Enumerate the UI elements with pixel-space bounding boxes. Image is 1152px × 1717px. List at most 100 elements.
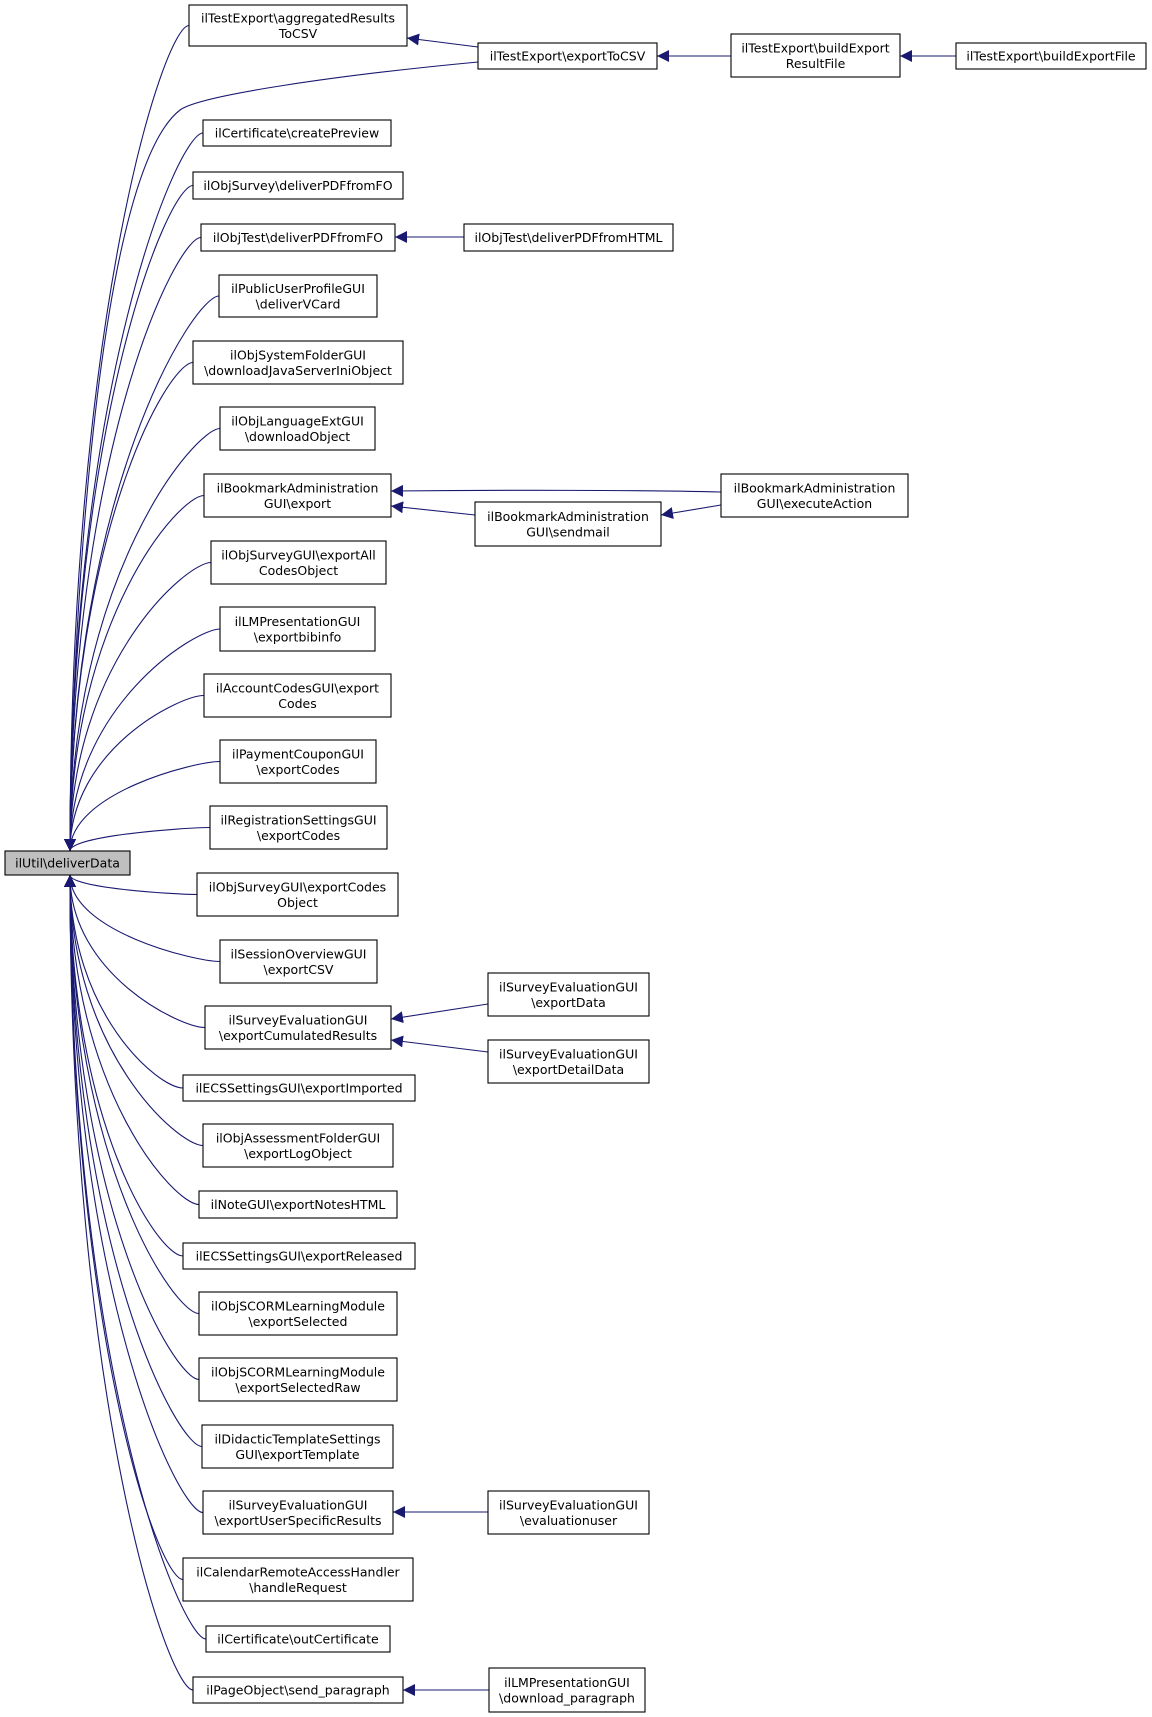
node-label-line: GUI\exportTemplate — [235, 1447, 360, 1462]
node-label-line: \exportUserSpecificResults — [215, 1513, 382, 1528]
graph-node[interactable]: ilSurveyEvaluationGUI\exportData — [487, 972, 650, 1017]
node-label-line: \exportDetailData — [513, 1062, 624, 1077]
node-label-line: ilPublicUserProfileGUI — [231, 281, 365, 296]
node-box — [487, 1490, 650, 1535]
node-label-line: ilSessionOverviewGUI — [230, 946, 366, 961]
root-node[interactable]: ilUtil\deliverData — [4, 850, 131, 876]
node-label-line: \exportCSV — [264, 962, 334, 977]
graph-node[interactable]: ilAccountCodesGUI\exportCodes — [203, 673, 392, 718]
node-label-line: ilSurveyEvaluationGUI — [499, 1497, 638, 1512]
graph-node[interactable]: ilLMPresentationGUI\exportbibinfo — [219, 606, 376, 652]
edge-n21-to-root — [64, 874, 184, 1257]
graph-node[interactable]: ilObjLanguageExtGUI\downloadObject — [219, 406, 376, 451]
edge-n28-to-root — [64, 874, 194, 1691]
node-box — [219, 606, 376, 652]
graph-node[interactable]: ilDidacticTemplateSettingsGUI\exportTemp… — [201, 1424, 394, 1469]
node-box — [192, 1676, 404, 1704]
graph-node[interactable]: ilNoteGUI\exportNotesHTML — [198, 1190, 398, 1219]
graph-node[interactable]: ilCertificate\outCertificate — [205, 1625, 391, 1653]
graph-node[interactable]: ilBookmarkAdministrationGUI\executeActio… — [720, 473, 909, 518]
graph-node[interactable]: ilObjSCORMLearningModule\exportSelected — [198, 1291, 398, 1336]
node-label-line: ilTestExport\exportToCSV — [490, 49, 646, 64]
edge-n3-to-root — [64, 132, 204, 852]
edge-n35-to-n17 — [390, 1035, 489, 1053]
graph-node[interactable]: ilObjSurvey\deliverPDFfromFO — [192, 171, 404, 200]
node-box — [218, 274, 378, 318]
node-label-line: ilTestExport\buildExport — [741, 40, 889, 55]
node-label-line: ilObjLanguageExtGUI — [231, 413, 364, 428]
graph-node[interactable]: ilECSSettingsGUI\exportReleased — [182, 1242, 416, 1270]
graph-node[interactable]: ilSurveyEvaluationGUI\exportUserSpecific… — [202, 1490, 394, 1535]
node-box — [203, 473, 392, 518]
edge-n1-to-root — [64, 24, 190, 852]
node-label-line: ilBookmarkAdministration — [487, 509, 649, 524]
node-box — [192, 171, 404, 200]
node-label-line: ilObjAssessmentFolderGUI — [216, 1130, 380, 1145]
node-label-line: ilObjSystemFolderGUI — [230, 347, 366, 362]
node-label-line: \exportSelectedRaw — [235, 1380, 360, 1395]
node-box — [202, 119, 392, 147]
graph-node[interactable]: ilPageObject\send_paragraph — [192, 1676, 404, 1704]
edge-n23-to-root — [64, 874, 200, 1381]
node-label-line: ilPaymentCouponGUI — [232, 746, 364, 761]
graph-node[interactable]: ilSurveyEvaluationGUI\exportDetailData — [487, 1039, 650, 1084]
graph-node[interactable]: ilECSSettingsGUI\exportImported — [182, 1074, 416, 1102]
node-label-line: \exportbibinfo — [254, 629, 342, 644]
edge-n27-to-root — [64, 874, 207, 1640]
graph-node[interactable]: ilCalendarRemoteAccessHandler\handleRequ… — [182, 1557, 414, 1602]
node-label-line: ilLMPresentationGUI — [504, 1675, 630, 1690]
node-label-line: \exportCodes — [257, 828, 340, 843]
edge-n8-to-root — [64, 427, 221, 852]
node-label-line: Object — [277, 895, 318, 910]
graph-node[interactable]: ilSessionOverviewGUI\exportCSV — [219, 939, 378, 984]
edge-n14-to-root — [64, 826, 211, 852]
node-label-line: ilCalendarRemoteAccessHandler — [196, 1564, 400, 1579]
node-box — [487, 972, 650, 1017]
graph-node[interactable]: ilTestExport\exportToCSV — [477, 42, 658, 70]
node-label-line: CodesObject — [259, 563, 338, 578]
edge-n20-to-root — [64, 874, 200, 1206]
graph-node[interactable]: ilPublicUserProfileGUI\deliverVCard — [218, 274, 378, 318]
edge-n34-to-n17 — [390, 1003, 489, 1024]
graph-node[interactable]: ilObjSCORMLearningModule\exportSelectedR… — [198, 1357, 398, 1402]
graph-node[interactable]: ilObjAssessmentFolderGUI\exportLogObject — [202, 1123, 394, 1168]
node-label-line: ilBookmarkAdministration — [217, 480, 379, 495]
node-box — [188, 4, 408, 47]
node-box — [219, 939, 378, 984]
node-label-line: ilCertificate\outCertificate — [217, 1632, 379, 1647]
node-label-line: ilPageObject\send_paragraph — [206, 1683, 389, 1698]
edge-n22-to-root — [64, 874, 200, 1315]
node-label-line: \exportCodes — [256, 762, 339, 777]
graph-node[interactable]: ilCertificate\createPreview — [202, 119, 392, 147]
graph-node[interactable]: ilRegistrationSettingsGUI\exportCodes — [209, 805, 388, 850]
graph-node[interactable]: ilSurveyEvaluationGUI\exportCumulatedRes… — [204, 1005, 392, 1050]
node-box — [488, 1667, 646, 1713]
edge-n13-to-root — [64, 760, 221, 852]
node-box — [205, 1625, 391, 1653]
graph-node[interactable]: ilPaymentCouponGUI\exportCodes — [219, 739, 377, 784]
node-box — [4, 850, 131, 876]
graph-node[interactable]: ilLMPresentationGUI\download_paragraph — [488, 1667, 646, 1713]
graph-node[interactable]: ilObjTest\deliverPDFfromHTML — [463, 223, 674, 252]
node-box — [203, 673, 392, 718]
edge-n11-to-root — [64, 628, 221, 852]
graph-node[interactable]: ilObjTest\deliverPDFfromFO — [200, 223, 396, 252]
node-label-line: ilSurveyEvaluationGUI — [499, 1046, 638, 1061]
edge-n12-to-root — [64, 694, 205, 852]
graph-node[interactable]: ilObjSystemFolderGUI\downloadJavaServerI… — [192, 340, 404, 385]
graph-node[interactable]: ilTestExport\buildExportFile — [955, 42, 1147, 70]
node-box — [720, 473, 909, 518]
graph-node[interactable]: ilSurveyEvaluationGUI\evaluationuser — [487, 1490, 650, 1535]
node-label-line: ilUtil\deliverData — [15, 856, 120, 871]
node-label-line: \deliverVCard — [256, 296, 341, 311]
node-label-line: ilCertificate\createPreview — [215, 126, 379, 141]
node-label-line: ilECSSettingsGUI\exportImported — [195, 1081, 402, 1096]
node-layer: ilUtil\deliverData ilTestExport\aggregate… — [4, 4, 1147, 1713]
edge-n24-to-root — [64, 874, 203, 1448]
